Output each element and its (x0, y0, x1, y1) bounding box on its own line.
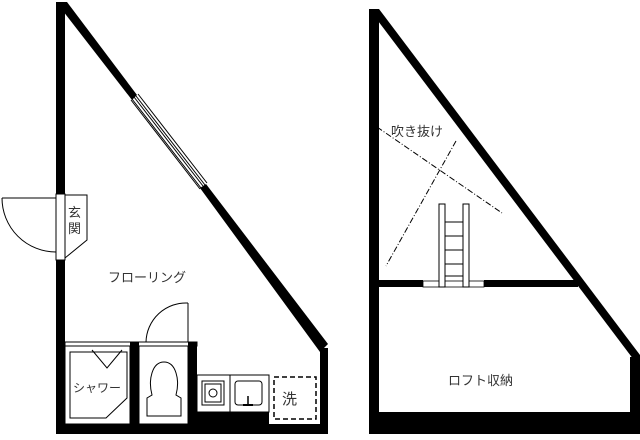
loft-storage-label: ロフト収納 (448, 374, 513, 389)
ladder-icon[interactable] (438, 203, 470, 288)
entrance-door[interactable] (1, 193, 88, 261)
atrium-marker (376, 126, 503, 267)
wall-right (320, 348, 328, 434)
bath-block (64, 341, 198, 425)
loft-wall-right (630, 357, 640, 434)
loft-edge-right (484, 280, 578, 287)
window (130, 93, 208, 190)
wall-left-upper (56, 2, 65, 194)
loft-wall-diagonal (369, 9, 640, 368)
toilet-icon (146, 361, 182, 417)
sink-icon (234, 380, 263, 406)
partition-wall (130, 342, 139, 424)
wall-bottom (56, 424, 328, 434)
wall-diagonal-lower (200, 184, 328, 352)
loft-wall-left (369, 9, 379, 434)
main-floor-walls (56, 2, 328, 434)
toilet-door[interactable] (145, 302, 189, 343)
entrance-label-1: 玄 (68, 206, 81, 221)
entrance-label-2: 関 (68, 222, 81, 237)
loft-walls (369, 9, 640, 434)
entrance-area-outline (64, 194, 88, 260)
kitchen-counter (196, 374, 270, 424)
loft-wall-bottom (369, 412, 640, 434)
wall-diagonal-upper (56, 2, 137, 100)
washer-label: 洗 (282, 390, 297, 408)
atrium-label: 吹き抜け (391, 124, 443, 140)
loft-edge-left (379, 280, 423, 287)
stove-icon (201, 380, 225, 406)
main-floor-plan: 玄 関 フローリング シャワー (1, 2, 328, 434)
shower-door-fold (91, 349, 123, 369)
shower-label: シャワー (73, 381, 121, 395)
wall-left-lower (56, 260, 65, 434)
loft-floor-plan: 吹き抜け ロフト収納 (369, 9, 640, 434)
partition-wall-right (188, 342, 197, 424)
flooring-label: フローリング (108, 271, 186, 286)
washer-space (273, 376, 317, 420)
shower-room (69, 349, 128, 419)
